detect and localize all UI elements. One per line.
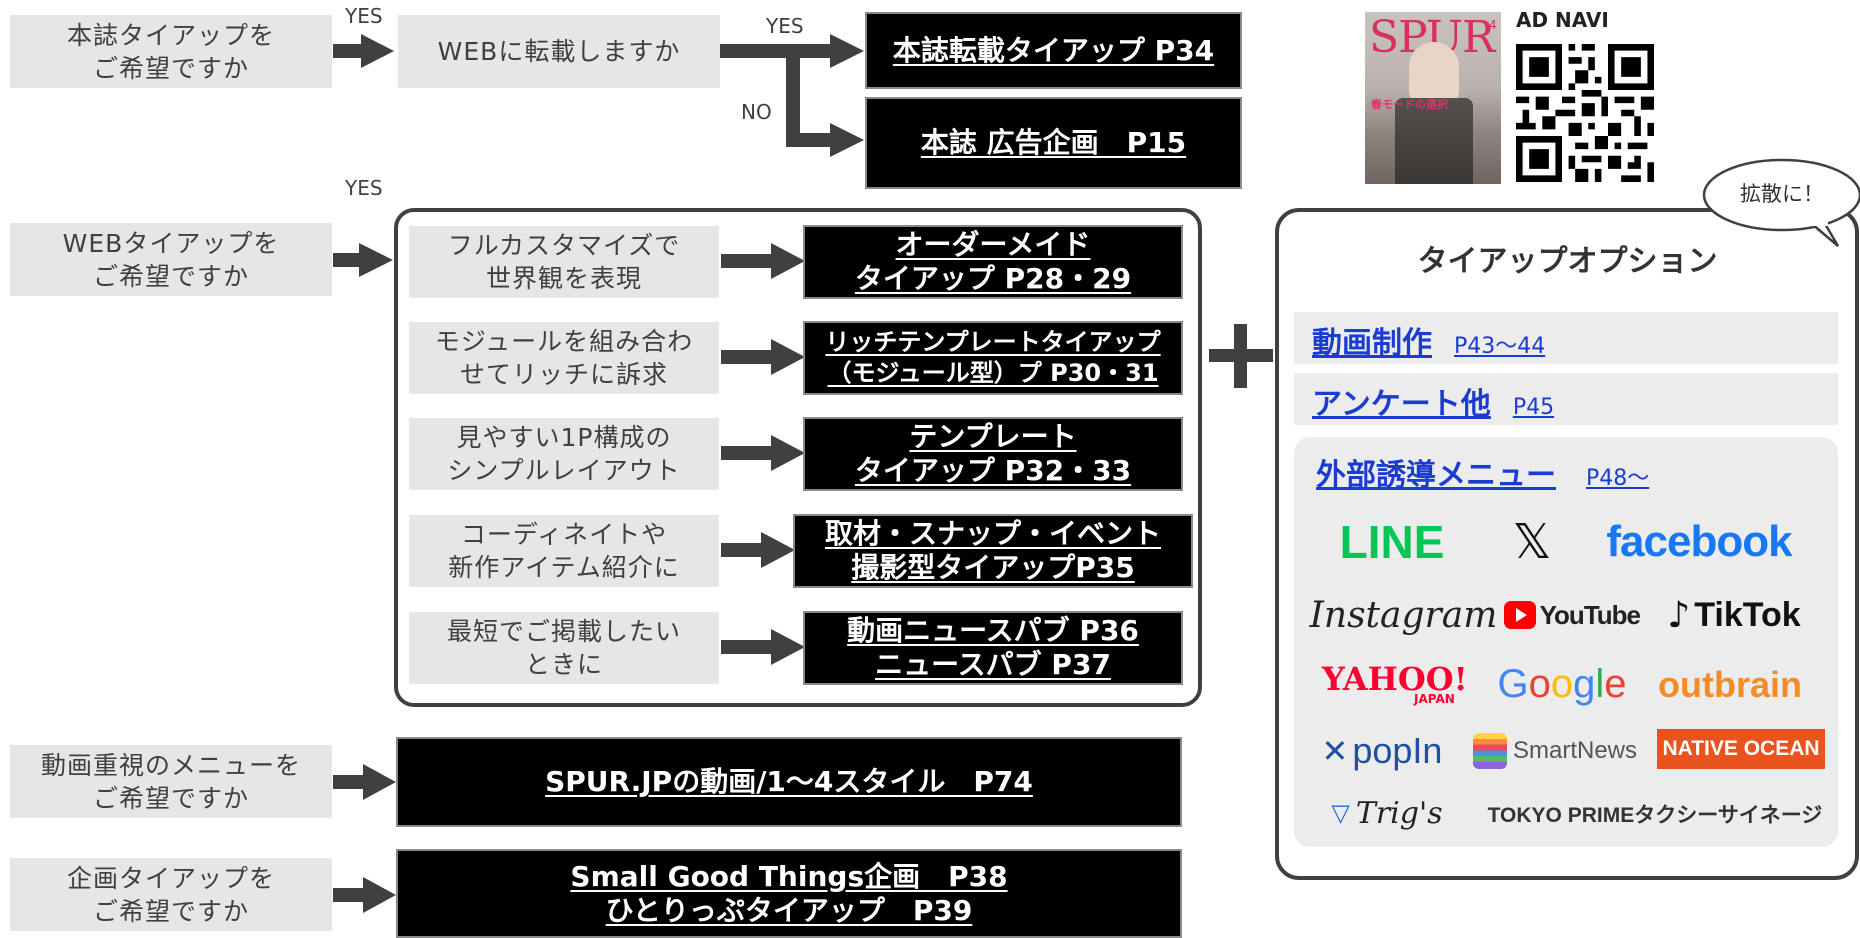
- line-logo: LINE: [1339, 516, 1445, 568]
- x-logo-icon: 𝕏: [1512, 514, 1552, 570]
- web-option-desc: フルカスタマイズで 世界観を表現: [409, 226, 719, 298]
- trigs-logo: ▽ Trig's: [1312, 790, 1462, 836]
- yahoo-text: YAHOO!: [1322, 660, 1468, 698]
- dest-rich-template-tieup[interactable]: リッチテンプレートタイアップ （モジュール型）プ P30・31: [803, 321, 1183, 395]
- web-option-desc: コーディネイトや 新作アイテム紹介に: [409, 515, 719, 587]
- trigs-text: Trig's: [1355, 795, 1443, 831]
- tokyo-prime-logo: TOKYO PRIMEタクシーサイネージ: [1487, 804, 1823, 827]
- dest-news-pub[interactable]: 動画ニュースパブ P36 ニュースパブ P37: [803, 611, 1183, 685]
- bubble-text: 拡散に！: [1740, 182, 1824, 206]
- popin-mark-icon: ✕: [1321, 732, 1349, 770]
- arrow-web-yes: [359, 243, 393, 277]
- smartnews-logo: SmartNews: [1464, 726, 1646, 776]
- magazine-cover-text: 春モードの選択: [1371, 98, 1448, 111]
- dest-snap-event-tieup[interactable]: 取材・スナップ・イベント 撮影型タイアップP35: [793, 514, 1193, 588]
- tiktok-logo: ♪ TikTok: [1648, 590, 1820, 640]
- qr-code-icon[interactable]: [1516, 44, 1654, 182]
- magazine-cover-image: SPUR 4 春モードの選択: [1365, 12, 1501, 184]
- plus-sign: [1209, 324, 1273, 388]
- arrow-reprint-yes: [830, 34, 864, 68]
- option-video-label[interactable]: 動画制作: [1312, 326, 1432, 361]
- youtube-play-icon: [1504, 601, 1536, 629]
- option-panel-title: タイアップオプション: [1417, 244, 1718, 279]
- tiktok-text: TikTok: [1694, 595, 1801, 634]
- web-option-desc: 最短でご掲載したい ときに: [409, 612, 719, 684]
- popin-logo: ✕ popIn: [1312, 726, 1452, 776]
- yahoo-japan-text: JAPAN: [1414, 692, 1455, 706]
- facebook-logo: facebook: [1606, 517, 1792, 566]
- arrow-reprint-no: [830, 123, 864, 157]
- option-survey-page[interactable]: P45: [1512, 395, 1555, 420]
- question-video-menu: 動画重視のメニューを ご希望ですか: [10, 745, 332, 818]
- outbrain-logo: outbrain: [1658, 664, 1802, 705]
- yes-label-1: YES: [345, 4, 383, 28]
- option-video-production[interactable]: 動画制作 P43～44: [1294, 312, 1838, 364]
- yes-label-2: YES: [766, 14, 804, 38]
- instagram-logo: Instagram: [1309, 594, 1498, 636]
- question-magazine: 本誌タイアップを ご希望ですか: [10, 15, 332, 88]
- native-ocean-logo: NATIVE OCEAN: [1657, 729, 1825, 769]
- dest-ordermade-tieup[interactable]: オーダーメイド タイアップ P28・29: [803, 225, 1183, 299]
- external-menu-label[interactable]: 外部誘導メニュー: [1316, 458, 1556, 493]
- model-figure: [1409, 42, 1459, 102]
- model-outfit: [1395, 98, 1473, 184]
- dest-video-style[interactable]: SPUR.JPの動画/1～4スタイル P74: [396, 737, 1182, 827]
- option-video-page[interactable]: P43～44: [1454, 334, 1546, 359]
- external-menu-heading[interactable]: 外部誘導メニュー P48～: [1316, 450, 1649, 494]
- arrow-plan: [363, 877, 396, 913]
- option-survey[interactable]: アンケート他 P45: [1294, 373, 1838, 425]
- ad-navi-label: AD NAVI: [1516, 8, 1609, 32]
- youtube-logo: YouTube: [1504, 590, 1641, 640]
- dest-template-tieup[interactable]: テンプレート タイアップ P32・33: [803, 417, 1183, 491]
- question-plan-tieup: 企画タイアップを ご希望ですか: [10, 858, 332, 931]
- web-options-frame: [394, 208, 1202, 707]
- arrow-magazine-yes: [361, 34, 394, 68]
- question-web-reprint: WEBに転載しますか: [398, 15, 720, 88]
- option-survey-label[interactable]: アンケート他: [1312, 387, 1491, 422]
- yes-label-3: YES: [345, 176, 383, 200]
- external-menu-page[interactable]: P48～: [1586, 466, 1650, 491]
- smartnews-text: SmartNews: [1512, 737, 1638, 764]
- popin-text: popIn: [1352, 730, 1443, 771]
- external-menu-panel: [1294, 437, 1838, 847]
- arrows: [333, 34, 864, 913]
- dest-reprint-tieup[interactable]: 本誌転載タイアップ P34: [865, 12, 1242, 89]
- no-label: NO: [741, 100, 772, 124]
- tiktok-note-icon: ♪: [1667, 594, 1691, 636]
- trigs-mark-icon: ▽: [1331, 799, 1350, 827]
- dest-small-good-things[interactable]: Small Good Things企画 P38 ひとりっぷタイアップ P39: [396, 849, 1182, 938]
- arrow-video: [363, 764, 396, 800]
- smartnews-icon: [1472, 733, 1507, 769]
- speech-bubble: [1702, 158, 1860, 247]
- dest-ad-plan[interactable]: 本誌 広告企画 P15: [865, 97, 1242, 189]
- yahoo-japan-logo: YAHOO! JAPAN: [1322, 662, 1472, 710]
- web-option-desc: 見やすい1P構成の シンプルレイアウト: [409, 418, 719, 490]
- web-option-desc: モジュールを組み合わ せてリッチに訴求: [409, 322, 719, 394]
- question-web-tieup: WEBタイアップを ご希望ですか: [10, 223, 332, 296]
- youtube-text: YouTube: [1539, 599, 1641, 630]
- magazine-issue: 4: [1489, 18, 1497, 32]
